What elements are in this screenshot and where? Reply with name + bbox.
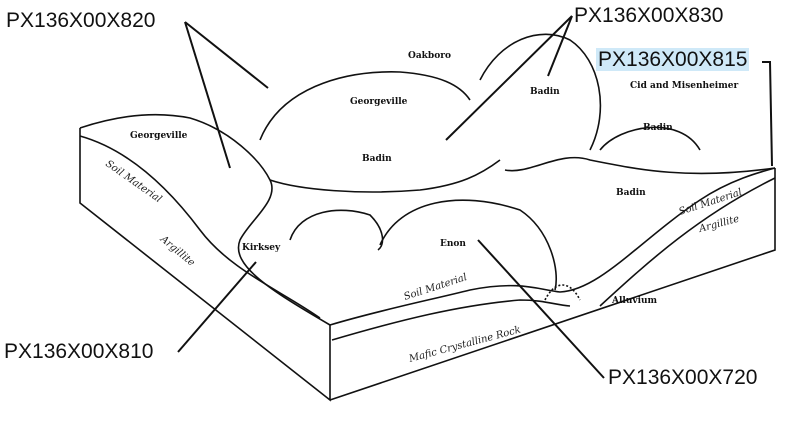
callout-815-highlighted: PX136X00X815 [596,48,750,71]
label-soil-right: Soil Material [678,187,744,218]
label-georgeville-top: Georgeville [350,97,408,107]
leader-lines [177,15,773,379]
callout-810: PX136X00X810 [4,340,154,363]
map-labels: Oakboro Georgeville Badin Cid and Misenh… [103,51,743,365]
label-badin-right: Badin [616,188,646,198]
label-badin-center: Badin [362,154,392,164]
block-outline [79,33,776,402]
label-georgeville-left: Georgeville [130,131,188,141]
label-soil-left: Soil Material [103,158,163,205]
callout-720: PX136X00X720 [608,366,758,389]
label-mafic-rock: Mafic Crystalline Rock [407,324,522,365]
label-alluvium: Alluvium [611,296,658,306]
label-enon: Enon [440,239,466,249]
label-cid-misenheimer: Cid and Misenheimer [630,81,738,91]
callout-820: PX136X00X820 [6,9,156,32]
label-argillite-left: Argillite [157,233,196,269]
label-badin-small: Badin [643,123,673,133]
label-oakboro: Oakboro [408,51,451,61]
label-badin-top: Badin [530,87,560,97]
callout-830: PX136X00X830 [574,4,724,27]
label-argillite-right: Argillite [697,214,741,236]
label-kirksey: Kirksey [242,243,281,253]
